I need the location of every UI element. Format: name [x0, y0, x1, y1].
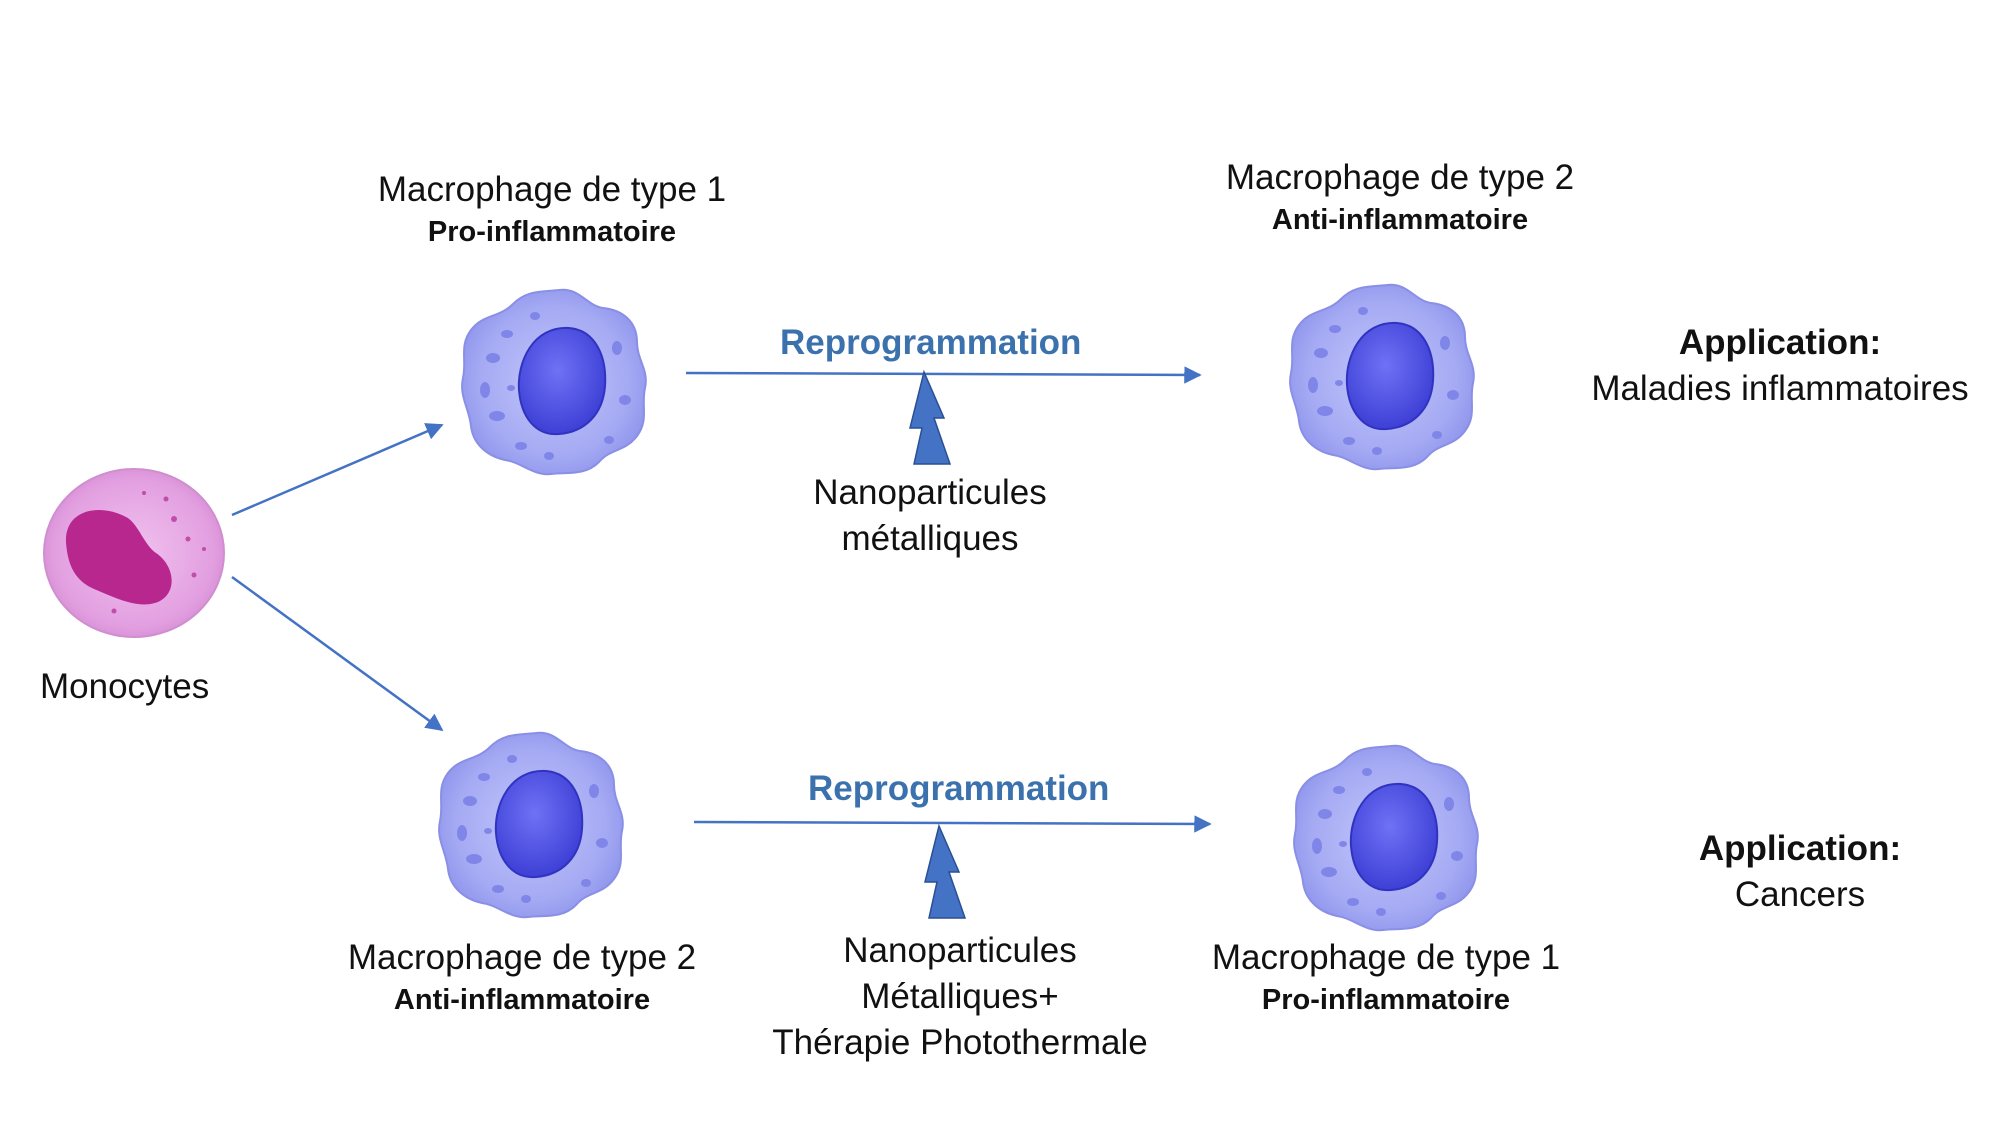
bottom-application-title: Application: — [1698, 829, 1902, 868]
bottom-agent-line1: Nanoparticules — [843, 931, 1077, 970]
monocyte-cell — [43, 468, 225, 638]
bottom-target-title: Macrophage de type 1 — [1211, 938, 1561, 977]
monocyte-to-type2-arrow — [231, 575, 444, 732]
top-agent-line1: Nanoparticules — [813, 473, 1047, 512]
bottom-process-label: Reprogrammation — [808, 769, 1110, 808]
top-source-label: Macrophage de type 1 Pro-inflammatoire — [352, 168, 752, 252]
bottom-source-subtitle: Anti-inflammatoire — [393, 984, 651, 1016]
top-reprogramming-arrow — [685, 366, 1202, 384]
top-agent-label: Nanoparticules métalliques — [780, 470, 1080, 562]
top-target-title: Macrophage de type 2 — [1225, 158, 1575, 197]
top-target-subtitle: Anti-inflammatoire — [1271, 204, 1529, 236]
macrophage-type2-bottom — [438, 731, 624, 919]
bottom-target-label: Macrophage de type 1 Pro-inflammatoire — [1186, 936, 1586, 1020]
top-application: Application: Maladies inflammatoires — [1570, 320, 1990, 412]
top-target-label: Macrophage de type 2 Anti-inflammatoire — [1200, 156, 1600, 240]
bottom-agent-label: Nanoparticules Métalliques+ Thérapie Pho… — [760, 928, 1160, 1066]
bottom-source-title: Macrophage de type 2 — [347, 938, 697, 977]
bottom-source-label: Macrophage de type 2 Anti-inflammatoire — [322, 936, 722, 1020]
bottom-application: Application: Cancers — [1640, 826, 1960, 918]
monocyte-to-type1-arrow — [231, 423, 444, 517]
lightning-icon — [909, 371, 951, 465]
top-source-subtitle: Pro-inflammatoire — [427, 216, 677, 248]
top-source-title: Macrophage de type 1 — [377, 170, 727, 209]
bottom-reprogramming-arrow — [693, 815, 1212, 833]
bottom-agent-line3: Thérapie Photothermale — [772, 1023, 1148, 1062]
top-agent-line2: métalliques — [841, 519, 1019, 558]
bottom-target-subtitle: Pro-inflammatoire — [1261, 984, 1511, 1016]
top-application-text: Maladies inflammatoires — [1591, 369, 1969, 408]
top-application-title: Application: — [1678, 323, 1882, 362]
bottom-agent-line2: Métalliques+ — [861, 977, 1059, 1016]
macrophage-type1-top — [461, 288, 647, 476]
bottom-application-text: Cancers — [1734, 875, 1866, 914]
monocytes-label: Monocytes — [40, 667, 210, 706]
macrophage-type2-top — [1289, 283, 1475, 471]
top-process-label: Reprogrammation — [780, 323, 1082, 362]
lightning-icon — [924, 825, 966, 919]
macrophage-type1-bottom — [1293, 744, 1479, 932]
